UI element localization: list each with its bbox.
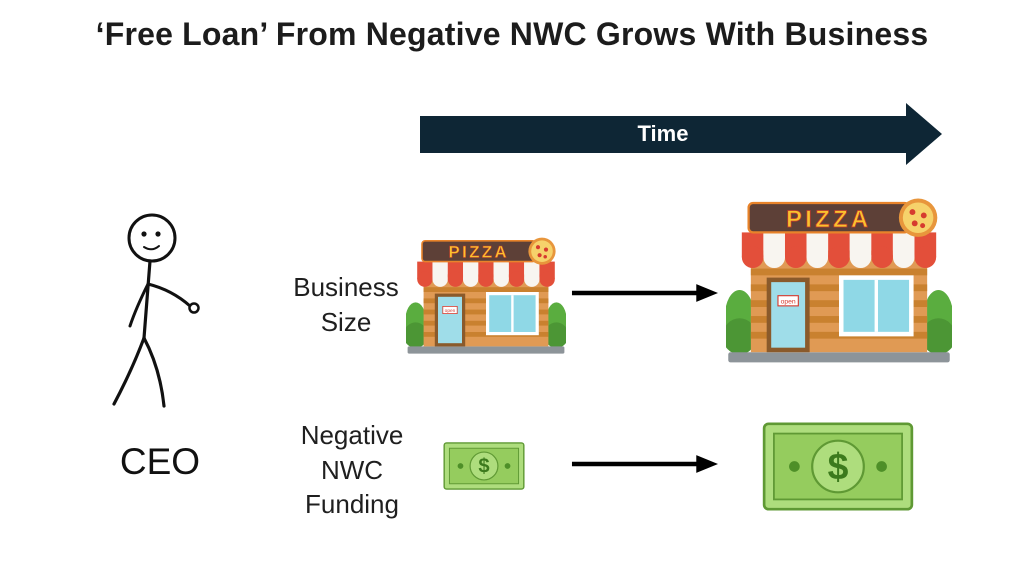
ceo-label: CEO (119, 441, 201, 482)
growth-arrow-nwc (570, 453, 718, 475)
nwc-funding-label: Negative NWC Funding (300, 420, 404, 520)
time-arrowhead (906, 103, 942, 165)
stick-figure-icon (112, 213, 200, 408)
business-size-label: Business Size (293, 272, 399, 337)
growth-arrow-business (570, 282, 718, 304)
money-bill-small-icon (443, 442, 525, 490)
time-arrow-label: Time (637, 121, 689, 146)
ceo-figure: CEO (85, 208, 235, 483)
pizza-shop-small-icon (406, 236, 566, 356)
money-bill-large-icon (762, 422, 914, 511)
time-arrow-body: Time (420, 115, 906, 153)
time-arrow: Time (420, 103, 942, 165)
page-title: ‘Free Loan’ From Negative NWC Grows With… (95, 16, 929, 52)
pizza-shop-large-icon (726, 196, 952, 366)
